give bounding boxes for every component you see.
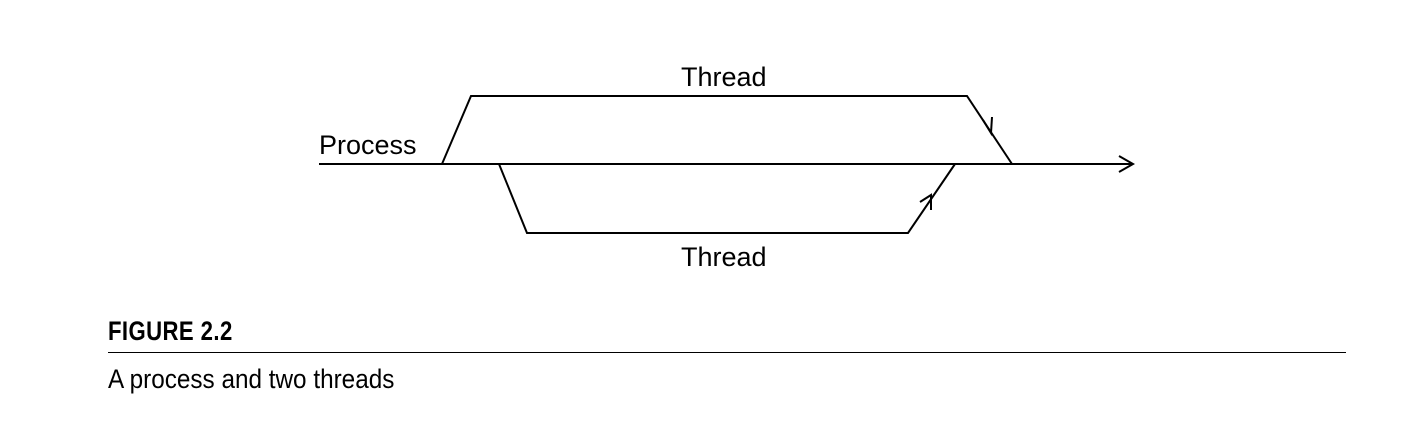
bottom-thread-path: [498, 163, 956, 234]
process-label: Process: [319, 130, 417, 160]
process-thread-diagram: Process Thread Thread: [319, 62, 1136, 272]
top-thread-path: [441, 95, 1013, 165]
bottom-thread-arrowhead: [919, 193, 932, 210]
process-arrowhead: [1118, 155, 1136, 173]
figure-caption: A process and two threads: [108, 364, 395, 394]
figure-label: FIGURE 2.2: [108, 316, 233, 346]
top-thread-label: Thread: [681, 62, 767, 92]
bottom-thread-label: Thread: [681, 242, 767, 272]
figure-divider: [108, 352, 1346, 353]
top-thread-arrowhead: [982, 116, 993, 137]
